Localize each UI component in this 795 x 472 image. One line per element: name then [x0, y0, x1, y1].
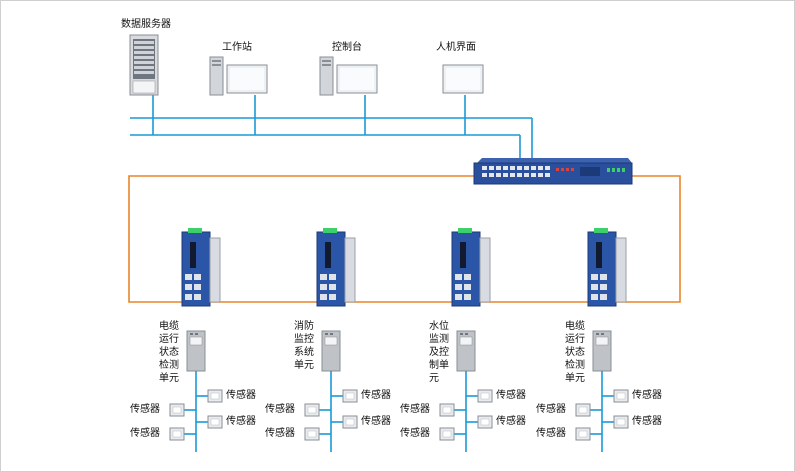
- sensor-icon: [331, 415, 358, 429]
- unit-label-line: 状态: [159, 347, 179, 358]
- field-unit: [169, 228, 223, 452]
- console-label: 控制台: [332, 42, 362, 53]
- sensor-label: 传感器: [361, 390, 391, 401]
- industrial-switch-icon: [587, 228, 627, 307]
- computer-icon: [319, 56, 378, 96]
- industrial-switch-icon: [316, 228, 356, 307]
- sensor-label: 传感器: [226, 390, 256, 401]
- sensor-icon: [466, 415, 493, 429]
- unit-label-line: 制单: [429, 360, 449, 371]
- sensor-label: 传感器: [226, 416, 256, 427]
- sensor-icon: [602, 389, 629, 403]
- unit-label-line: 单元: [294, 360, 314, 371]
- sensor-label: 传感器: [265, 404, 295, 415]
- sensor-label: 传感器: [632, 416, 662, 427]
- sensor-icon: [439, 403, 466, 417]
- unit-label-line: 系统: [294, 347, 314, 358]
- sensor-label: 传感器: [496, 416, 526, 427]
- unit-label-line: 监测: [429, 334, 449, 345]
- sensor-icon: [602, 415, 629, 429]
- unit-label-line: 水位: [429, 321, 449, 332]
- unit-label-line: 运行: [159, 334, 179, 345]
- sensor-icon: [304, 427, 331, 441]
- unit-label-line: 消防: [294, 321, 314, 332]
- sensor-label: 传感器: [130, 404, 160, 415]
- sensor-icon: [466, 389, 493, 403]
- hmi-label: 人机界面: [436, 42, 476, 53]
- sensor-label: 传感器: [496, 390, 526, 401]
- unit-label-line: 及控: [429, 347, 449, 358]
- unit-label-line: 电缆: [565, 321, 585, 332]
- unit-label: 消防监控系统单元: [294, 320, 314, 372]
- ring-network: [128, 175, 681, 303]
- sensor-label: 传感器: [130, 428, 160, 439]
- monitor-icon: [442, 64, 484, 94]
- industrial-switch-icon: [451, 228, 491, 307]
- controller-icon: [592, 330, 612, 372]
- sensor-icon: [169, 403, 196, 417]
- controller-icon: [456, 330, 476, 372]
- unit-label: 水位监测及控制单元: [429, 320, 449, 385]
- sensor-icon: [304, 403, 331, 417]
- core-switch-icon: [473, 158, 633, 185]
- sensor-icon: [439, 427, 466, 441]
- unit-label: 电缆运行状态检测单元: [159, 320, 179, 385]
- field-unit: [304, 228, 358, 452]
- unit-label-line: 检测: [565, 360, 585, 371]
- controller-icon: [321, 330, 341, 372]
- unit-label-line: 单元: [159, 373, 179, 384]
- unit-label-line: 单元: [565, 373, 585, 384]
- field-unit: [575, 228, 629, 452]
- industrial-switch-icon: [181, 228, 221, 307]
- lan-lines: [130, 95, 533, 162]
- sensor-icon: [169, 427, 196, 441]
- unit-label-line: 检测: [159, 360, 179, 371]
- data-server-label: 数据服务器: [121, 19, 171, 30]
- unit-label-line: 监控: [294, 334, 314, 345]
- server-icon: [129, 34, 159, 96]
- sensor-icon: [196, 389, 223, 403]
- sensor-label: 传感器: [361, 416, 391, 427]
- sensor-label: 传感器: [632, 390, 662, 401]
- field-unit: [439, 228, 493, 452]
- sensor-label: 传感器: [536, 404, 566, 415]
- unit-label-line: 状态: [565, 347, 585, 358]
- unit-label-line: 元: [429, 373, 439, 384]
- sensor-label: 传感器: [265, 428, 295, 439]
- workstation-label: 工作站: [222, 42, 252, 53]
- unit-label-line: 电缆: [159, 321, 179, 332]
- sensor-icon: [196, 415, 223, 429]
- sensor-icon: [331, 389, 358, 403]
- sensor-label: 传感器: [400, 404, 430, 415]
- unit-label-line: 运行: [565, 334, 585, 345]
- controller-icon: [186, 330, 206, 372]
- sensor-label: 传感器: [400, 428, 430, 439]
- unit-label: 电缆运行状态检测单元: [565, 320, 585, 385]
- sensor-label: 传感器: [536, 428, 566, 439]
- sensor-icon: [575, 427, 602, 441]
- computer-icon: [209, 56, 268, 96]
- sensor-icon: [575, 403, 602, 417]
